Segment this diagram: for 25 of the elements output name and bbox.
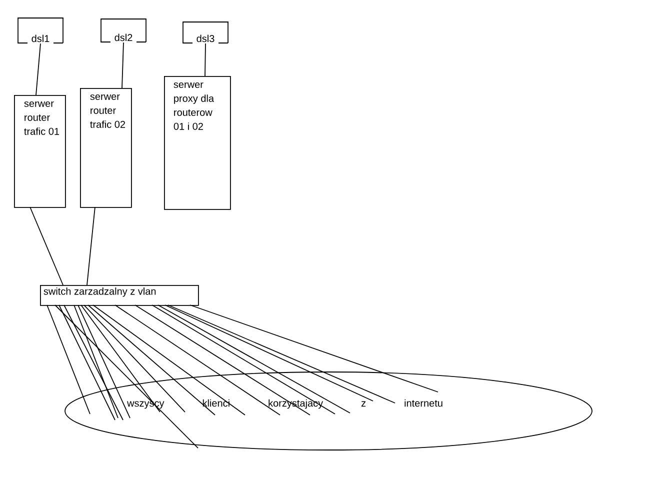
connector-line (46, 304, 90, 414)
dsl-box: dsl1 (18, 18, 64, 44)
connector-line (54, 304, 198, 448)
server-box: serwer router trafic 02 (80, 88, 132, 208)
server-box: serwer router trafic 01 (14, 95, 66, 208)
connector-line (30, 206, 64, 286)
dsl-box: dsl3 (182, 22, 228, 44)
connector-line (58, 304, 116, 420)
connector-line (36, 43, 41, 96)
connector-line (86, 206, 96, 286)
server-box: serwer proxy dla routerow 01 i 02 (164, 76, 231, 210)
connector-line (78, 304, 130, 418)
connector-line (64, 304, 124, 420)
connector-line (134, 304, 310, 416)
connector-line (88, 304, 216, 416)
connector-line (74, 304, 118, 418)
switch-box: switch zarzadzalny z vlan (40, 285, 199, 306)
connector-line (122, 42, 124, 88)
dsl-box: dsl2 (100, 18, 146, 42)
connector-line (84, 304, 186, 412)
connector-line (204, 43, 206, 76)
connector-line (92, 304, 246, 416)
connector-line (114, 304, 280, 416)
connector-line (80, 304, 160, 412)
connector-line (190, 304, 438, 392)
